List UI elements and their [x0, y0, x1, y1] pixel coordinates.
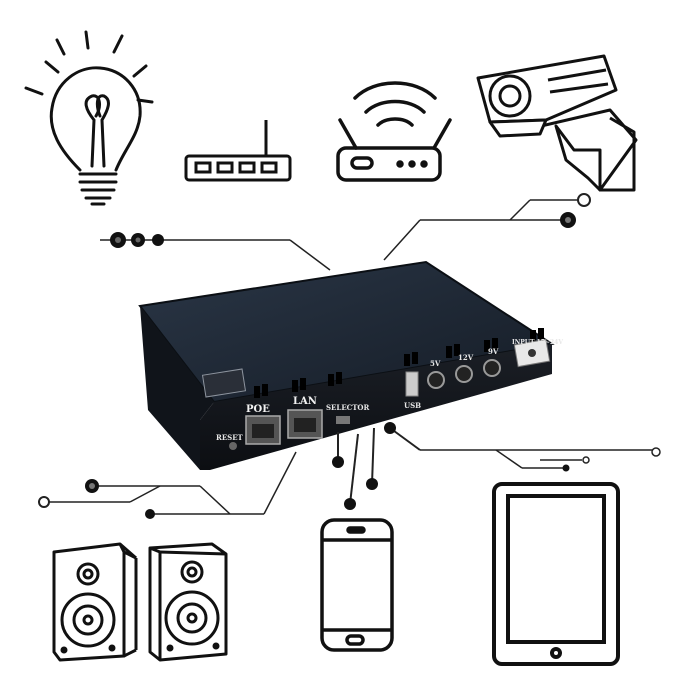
port-12v [455, 365, 473, 383]
light-bulb-icon [24, 30, 154, 206]
connector-lines-top [100, 199, 580, 271]
connector-dots-bottom-left [38, 479, 155, 519]
cctv-camera-icon [476, 54, 638, 192]
usb-label: USB [404, 401, 421, 410]
connector-lines-bottom-center [337, 427, 421, 505]
selector-switch [336, 416, 350, 424]
v12-label: 12V [458, 353, 474, 362]
tablet-icon [492, 482, 620, 666]
input-label: INPUT 15~24V [512, 339, 563, 346]
switch-icon [184, 120, 292, 182]
lan-label: LAN [293, 396, 317, 407]
port-5v [427, 371, 445, 389]
smartphone-icon [320, 518, 394, 652]
connector-lines-bottom-right [420, 449, 656, 469]
port-9v [483, 359, 501, 377]
v5-label: 5V [430, 359, 441, 368]
usb-port [405, 371, 419, 397]
poe-label: POE [246, 404, 270, 415]
connector-dots-bottom-right [562, 447, 661, 472]
reset-button [229, 442, 237, 450]
reset-label: RESET [216, 433, 244, 442]
mini-ups-device: RESET POE LAN SELECTOR USB 5V 12V 9V INP… [138, 260, 563, 470]
connector-lines-bottom-left [44, 451, 297, 515]
wifi-router-icon [336, 81, 452, 182]
connector-dots-top [110, 193, 591, 248]
selector-label: SELECTOR [326, 403, 370, 412]
speakers-icon [52, 542, 228, 662]
connector-dots-bottom-center [332, 422, 396, 510]
label-sticker [201, 368, 247, 398]
v9-label: 9V [488, 347, 499, 356]
